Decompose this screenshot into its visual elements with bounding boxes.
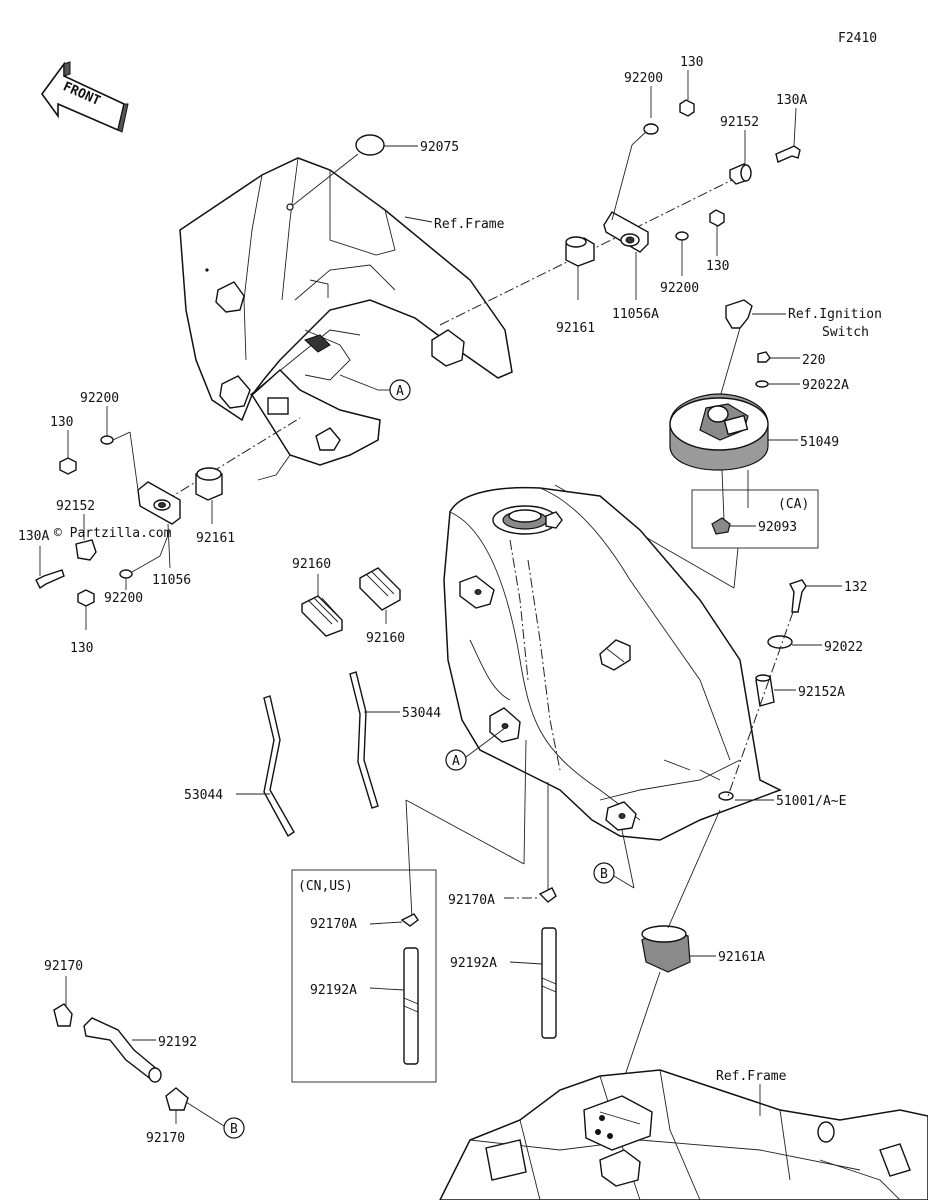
label-130A-top: 130A <box>776 93 807 108</box>
callout-a-upper-letter: A <box>396 384 404 399</box>
label-92192A-box: 92192A <box>310 983 357 998</box>
cn-us-box: (CN,US) 92170A 92192A <box>291 739 527 1083</box>
label-92093: 92093 <box>758 520 797 535</box>
label-53044-a: 53044 <box>184 788 223 803</box>
label-130-top: 130 <box>680 55 703 70</box>
part-92075-plug: 92075 <box>291 134 459 207</box>
fuel-tank: 51001/A~E <box>443 486 846 841</box>
part-92160-pads: 92160 92160 <box>292 557 405 646</box>
label-92075: 92075 <box>420 140 459 155</box>
lower-frame: Ref.Frame <box>439 1069 928 1200</box>
label-92192A-mid: 92192A <box>450 956 497 971</box>
label-132: 132 <box>844 580 867 595</box>
label-92200-top: 92200 <box>624 71 663 86</box>
rear-mount-assembly: 132 92022 92152A <box>727 579 867 797</box>
label-ref-frame-bottom: Ref.Frame <box>716 1069 787 1084</box>
callout-a-lower-letter: A <box>452 754 460 769</box>
label-92200-left: 92200 <box>80 391 119 406</box>
callout-b-mid: B <box>593 829 635 889</box>
part-53044-strips: 53044 53044 <box>184 671 441 838</box>
label-92152A: 92152A <box>798 685 845 700</box>
callout-b-mid-letter: B <box>600 867 608 882</box>
label-ref-frame-top: Ref.Frame <box>434 217 505 232</box>
label-92170A-box: 92170A <box>310 917 357 932</box>
region-note-ca: (CA) <box>778 497 809 512</box>
front-arrow: FRONT <box>41 61 129 133</box>
label-130-left2: 130 <box>70 641 93 656</box>
figure-code: F2410 <box>838 31 877 46</box>
label-51049: 51049 <box>800 435 839 450</box>
label-ref-ignition-1: Ref.Ignition <box>788 307 882 322</box>
label-92161A: 92161A <box>718 950 765 965</box>
label-92170A-mid: 92170A <box>448 893 495 908</box>
label-92200-right: 92200 <box>660 281 699 296</box>
label-11056A: 11056A <box>612 307 659 322</box>
label-51001: 51001/A~E <box>776 794 846 809</box>
callout-b-lower-letter: B <box>230 1122 238 1137</box>
label-11056: 11056 <box>152 573 191 588</box>
label-130-left: 130 <box>50 415 73 430</box>
label-92192: 92192 <box>158 1035 197 1050</box>
callout-a-lower: A <box>445 727 506 771</box>
left-mount-assembly: 92161 11056 92200 130 92152 130A 92200 1… <box>18 391 301 656</box>
label-130A-left: 130A <box>18 529 49 544</box>
callout-a-upper: A <box>339 374 411 401</box>
label-92152-top: 92152 <box>720 115 759 130</box>
label-ref-ignition-2: Switch <box>822 325 869 340</box>
label-92160-a: 92160 <box>292 557 331 572</box>
label-92161-left: 92161 <box>196 531 235 546</box>
label-92170-bottom: 92170 <box>146 1131 185 1146</box>
breather-hose-mid: 92170A 92192A <box>448 782 557 1039</box>
label-92022: 92022 <box>824 640 863 655</box>
label-92170-top: 92170 <box>44 959 83 974</box>
upper-frame <box>179 157 513 481</box>
right-mount-assembly: 92161 11056A 92200 130 130A 92152 92200 … <box>439 55 807 336</box>
label-220: 220 <box>802 353 825 368</box>
label-130-right: 130 <box>706 259 729 274</box>
label-53044-b: 53044 <box>402 706 441 721</box>
label-92022A: 92022A <box>802 378 849 393</box>
breather-hose-left: 92170 92192 92170 B <box>44 959 245 1146</box>
region-note-cn-us: (CN,US) <box>298 879 353 894</box>
part-92161A-rubber: 92161A <box>619 809 765 1091</box>
watermark: © Partzilla.com <box>54 526 172 541</box>
label-92160-b: 92160 <box>366 631 405 646</box>
label-92152-left: 92152 <box>56 499 95 514</box>
label-92200-left2: 92200 <box>104 591 143 606</box>
label-92161-right: 92161 <box>556 321 595 336</box>
fuel-cap-assembly: Ref.Ignition Switch 220 92022A 51049 (CA… <box>554 299 882 589</box>
